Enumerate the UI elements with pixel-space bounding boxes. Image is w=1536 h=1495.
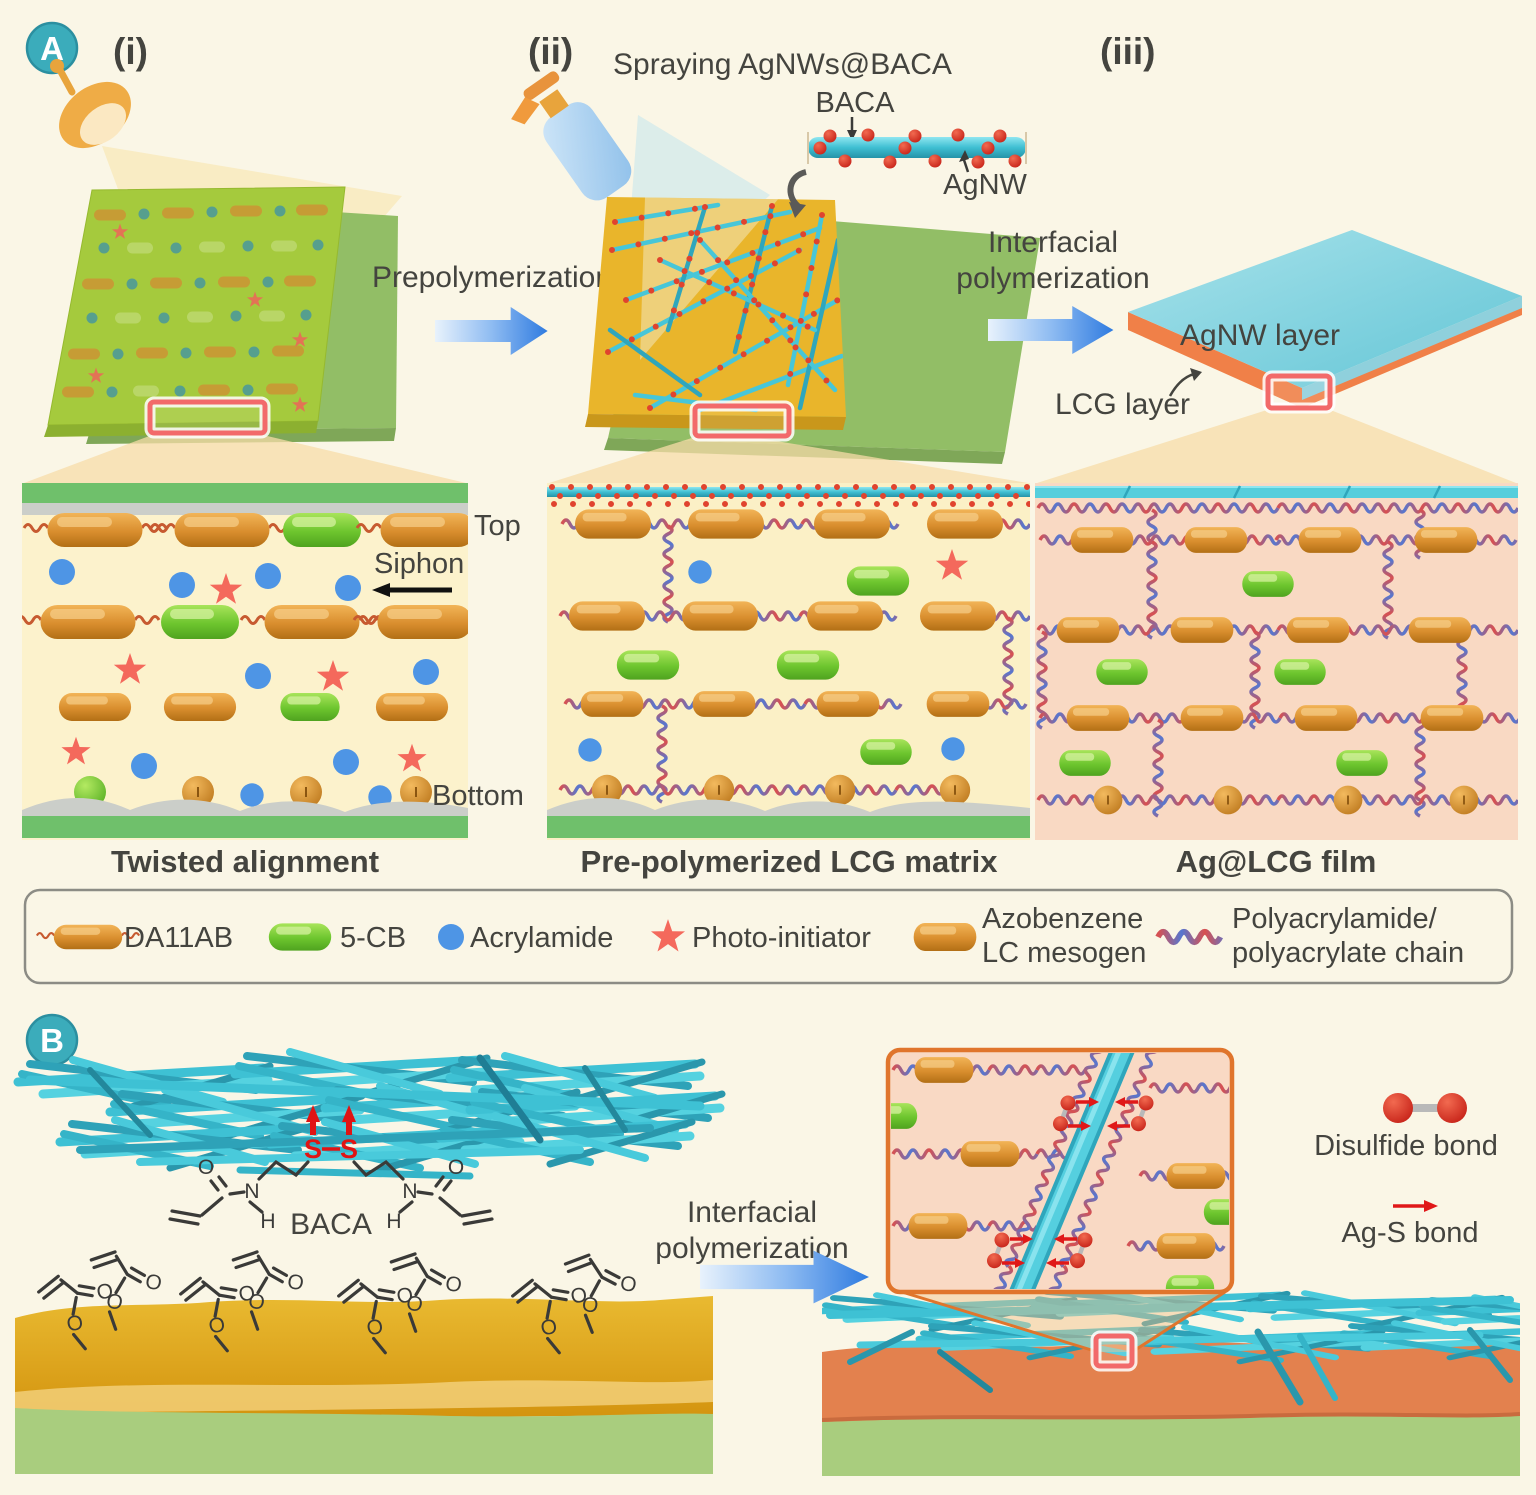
inset-prepolymerized-matrix: Pre-polymerized LCG matrix <box>547 483 1030 879</box>
funnel-iii <box>1037 409 1516 483</box>
legend-photoinitiator-label: Photo-initiator <box>692 922 871 954</box>
interfacial-b-label-1: Interfacial <box>687 1196 817 1229</box>
magnifier-box-b <box>1093 1333 1135 1369</box>
lcg-layer-edge <box>1128 312 1302 408</box>
drop-arrow-head <box>789 202 806 218</box>
agnw-baca-wire-graphic: BACA AgNW <box>807 87 1028 201</box>
legend-azobenzene-label-1: Azobenzene <box>982 903 1143 935</box>
baca-structure-label: BACA <box>290 1208 372 1241</box>
agnw-layer-label: AgNW layer <box>1180 319 1340 352</box>
disulfide-sphere <box>1437 1093 1467 1123</box>
funnel-b <box>902 1292 1225 1352</box>
lcg-layer-composite <box>822 1340 1520 1422</box>
inset3-caption: Ag@LCG film <box>1176 844 1377 879</box>
lc-slab-pattern <box>62 204 328 412</box>
atom-n: N <box>244 1180 259 1203</box>
film-right-edge-lcg <box>1302 308 1522 408</box>
sulfur-left: S <box>304 1134 322 1164</box>
panel-b: B S S N H O N H O <box>15 1013 1536 1476</box>
legend-photoinitiator-icon <box>650 919 686 952</box>
atom-o: O <box>448 1156 464 1179</box>
baca-structure: S S N H O N H O BACA <box>168 1105 494 1241</box>
legend-azobenzene-label-2: LC mesogen <box>982 937 1146 969</box>
legend-chain-label-2: polyacrylate chain <box>1232 937 1464 969</box>
step-i-scene <box>44 59 402 444</box>
interfacial-label-2: polymerization <box>956 262 1149 295</box>
zoom-box <box>885 1047 1235 1295</box>
siphon-label: Siphon <box>374 548 464 580</box>
bottom-label: Bottom <box>432 780 524 812</box>
spray-bottle-icon <box>511 71 632 201</box>
inset2-caption: Pre-polymerized LCG matrix <box>581 844 999 879</box>
substrate-b-left <box>15 1408 713 1474</box>
baca-label: BACA <box>816 87 896 119</box>
disulfide-label: Disulfide bond <box>1314 1130 1498 1162</box>
legend-chain-label-1: Polyacrylamide/ <box>1232 903 1438 935</box>
legend-5cb-icon <box>268 923 332 951</box>
bond-legend: Disulfide bond Ag-S bond <box>1314 1093 1498 1249</box>
legend-azobenzene-icon <box>913 923 977 951</box>
inset-twisted-alignment: Top Siphon Bottom Twisted alignment <box>22 483 524 879</box>
inset-ag-lcg-film: Ag@LCG film <box>1035 483 1518 879</box>
legend-chain-icon <box>1158 932 1220 942</box>
step-iii-scene: AgNW layer LCG layer <box>1055 230 1522 421</box>
magnifier-box-iii <box>1265 373 1333 411</box>
atom-h: H <box>260 1210 275 1233</box>
panel-a: A (i) (ii) (iii) <box>22 21 1522 879</box>
disulfide-sphere <box>1383 1093 1413 1123</box>
funnel-i <box>24 435 466 483</box>
gold-slab-edge <box>585 414 846 430</box>
spraying-label: Spraying AgNWs@BACA <box>613 48 952 81</box>
lcg-layer-label: LCG layer <box>1055 388 1190 421</box>
sulfur-right: S <box>340 1134 358 1164</box>
lcg-layer-arrow <box>1168 372 1195 397</box>
magnifier-box-i <box>147 399 268 436</box>
lcg-prepolymer-slab <box>15 1296 713 1474</box>
legend: DA11AB 5-CB Acrylamide Photo-initiator A… <box>23 888 1514 985</box>
agnw-mat-right <box>822 1289 1536 1406</box>
legend-acrylamide-icon <box>438 924 464 950</box>
substrate-b-right <box>822 1412 1520 1476</box>
step-i-label: (i) <box>113 31 148 72</box>
prepolymerization-label: Prepolymerization <box>372 261 612 294</box>
baca-beads <box>813 128 1022 169</box>
panel-a-badge-label: A <box>40 30 64 67</box>
magnifier-box-ii <box>692 403 792 439</box>
step-iii-label: (iii) <box>1100 31 1155 72</box>
top-label: Top <box>474 510 521 542</box>
panel-a-badge <box>25 21 79 75</box>
legend-acrylamide-label: Acrylamide <box>470 922 613 954</box>
atom-h: H <box>386 1210 401 1233</box>
agnw-film-top <box>1128 230 1522 388</box>
legend-box <box>23 888 1514 985</box>
funnel-ii <box>549 437 1028 483</box>
prepolymerization-arrow <box>435 307 548 355</box>
agnw-label: AgNW <box>943 169 1027 201</box>
legend-da11ab-label: DA11AB <box>124 922 233 954</box>
ag-lcg-composite <box>822 1289 1536 1476</box>
atom-o: O <box>198 1156 214 1179</box>
agnw-rod <box>808 137 1026 158</box>
ags-label: Ag-S bond <box>1341 1217 1478 1249</box>
interfacial-label-1: Interfacial <box>988 226 1118 259</box>
step-ii-label: (ii) <box>528 31 573 72</box>
agnw-mat-left <box>18 1052 722 1180</box>
uv-lamp-icon <box>50 59 131 149</box>
inset1-caption: Twisted alignment <box>111 844 379 879</box>
legend-5cb-label: 5-CB <box>340 922 406 954</box>
panel-b-badge-label: B <box>40 1022 64 1059</box>
atom-n: N <box>402 1180 417 1203</box>
